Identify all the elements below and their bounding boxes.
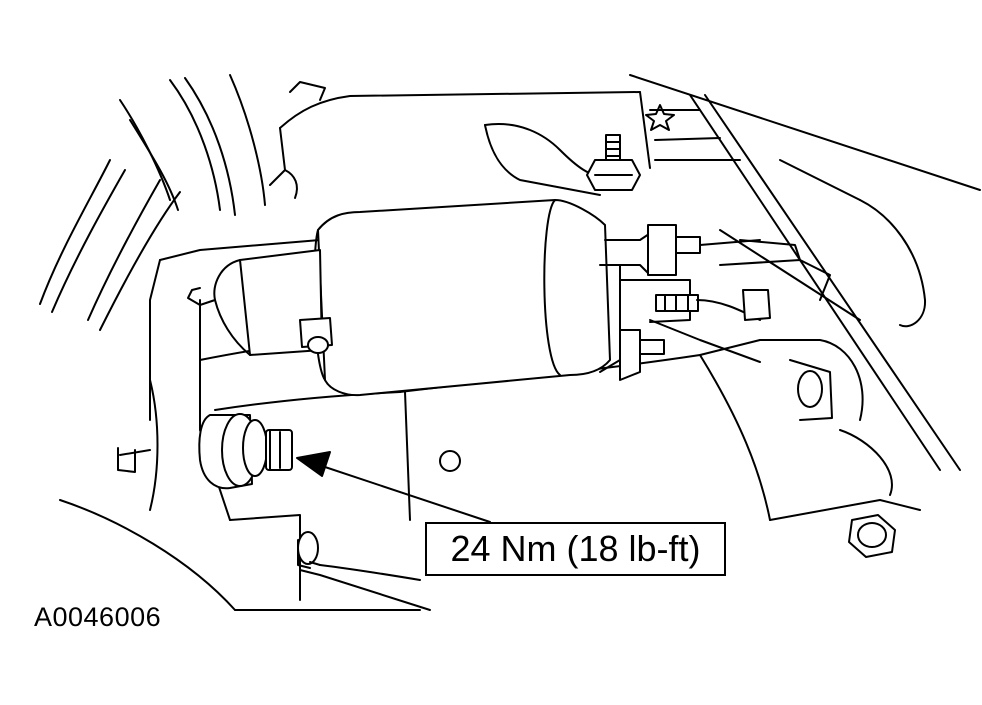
engine-block	[269, 74, 981, 471]
star-mark-icon	[645, 104, 675, 131]
mounting-stud-nut	[586, 134, 641, 191]
solenoid	[187, 199, 611, 397]
starter-mounting-bolt	[198, 413, 293, 490]
transmission-housing	[39, 74, 421, 611]
lower-bolt	[297, 531, 431, 611]
callout-arrow-icon	[296, 451, 491, 523]
lower-right-bolt	[848, 514, 896, 558]
solenoid-terminals	[599, 224, 771, 381]
torque-spec-label: 24 Nm (18 lb-ft)	[425, 522, 726, 576]
right-side-bracket	[649, 239, 833, 421]
figure-id-label: A0046006	[34, 602, 162, 632]
